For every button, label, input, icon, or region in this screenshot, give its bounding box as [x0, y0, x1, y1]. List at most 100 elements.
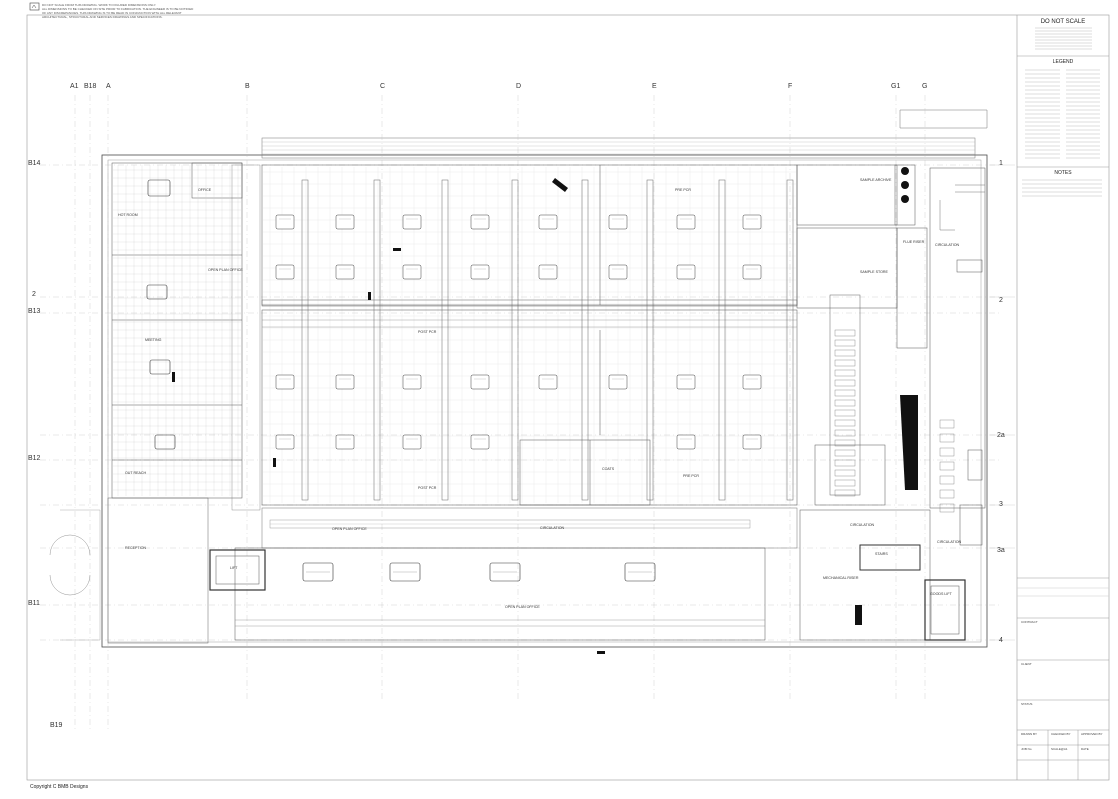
diffuser: [939, 475, 955, 485]
grid-row-3-right: 3: [999, 501, 1003, 508]
diffuser: [834, 479, 856, 487]
diffuser: [834, 329, 856, 337]
grid-col-B18: B18: [84, 83, 97, 90]
room-outreach: OUT REACH: [125, 471, 147, 475]
lab-bench: [608, 264, 628, 280]
room-open-plan-office-3: OPEN PLAN OFFICE: [505, 605, 540, 609]
room-flue-riser: FLUE RISER: [903, 240, 925, 244]
lab-bench: [335, 434, 355, 450]
grid-col-C: C: [380, 83, 386, 90]
header-note-1: DO NOT SCALE FROM THIS DRAWING. WORK TO …: [42, 3, 157, 7]
room-meeting: MEETING: [145, 338, 162, 342]
room-pre-pcr-1: PRE PCR: [675, 188, 691, 192]
room-open-plan-office-2: OPEN PLAN OFFICE: [332, 527, 367, 531]
room-hot-room: HOT ROOM: [118, 213, 138, 217]
room-circulation-3: CIRCULATION: [850, 523, 875, 527]
diffuser: [834, 379, 856, 387]
duct-run: [786, 179, 794, 501]
diffuser: [939, 503, 955, 513]
grid-row-B19: B19: [50, 722, 63, 729]
lab-bench: [335, 214, 355, 230]
job-no-label: JOB No: [1021, 747, 1032, 751]
fan-coil-unit: [154, 434, 176, 450]
lab-bench: [402, 434, 422, 450]
lab-benches: [275, 214, 762, 450]
lab-bench: [335, 374, 355, 390]
lab-bench: [470, 374, 490, 390]
duct-run: [718, 179, 726, 501]
room-mechanical-riser: MECHANICAL RISER: [823, 576, 859, 580]
fan-coil-unit: [146, 284, 168, 300]
right-grid-bubble-lines: [990, 164, 1015, 641]
lab-bench: [538, 264, 558, 280]
sheet-border: [26, 14, 1110, 781]
header-note-4: ARCHITECTURAL, STRUCTURAL AND SERVICES D…: [42, 15, 163, 19]
lab-bench: [608, 374, 628, 390]
lab-bench: [676, 434, 696, 450]
lab-bench: [470, 214, 490, 230]
diffuser: [834, 439, 856, 447]
room-coats: COATS: [602, 467, 615, 471]
grid-row-1-right: 1: [999, 160, 1003, 167]
room-lift: LIFT: [230, 566, 238, 570]
copyright-text: Copyright C BMB Designs: [30, 784, 89, 790]
lab-bench: [676, 214, 696, 230]
status-label: STATUS: [1021, 702, 1033, 706]
diffuser: [939, 447, 955, 457]
duct-run: [373, 179, 381, 501]
grid-col-G: G: [922, 83, 928, 90]
lab-bench: [402, 214, 422, 230]
lab-bench: [402, 264, 422, 280]
grid-row-B11: B11: [28, 600, 40, 607]
lab-bench: [275, 264, 295, 280]
company-logo: [29, 2, 40, 11]
lab-bench: [335, 264, 355, 280]
duct-run: [511, 179, 519, 501]
room-circulation-2: CIRCULATION: [540, 526, 565, 530]
grid-col-A1: A1: [70, 83, 79, 90]
notes-heading: NOTES: [1054, 170, 1072, 176]
lab-bench: [275, 374, 295, 390]
grid-row-B13: B13: [28, 308, 41, 315]
diffuser: [834, 429, 856, 437]
grid-col-E: E: [652, 83, 657, 90]
grid-col-B: B: [245, 83, 250, 90]
grid-row-B14: B14: [28, 160, 41, 167]
grid-col-A: A: [106, 83, 111, 90]
fan-coil-unit: [389, 562, 421, 582]
ceiling-grid-left: [113, 165, 241, 496]
room-post-pcr-2: POST PCR: [418, 486, 437, 490]
diffuser: [834, 459, 856, 467]
legend-entries: [1022, 27, 1102, 197]
grid-row-2-right: 2: [999, 297, 1003, 304]
scale-label: SCALE@A1: [1051, 747, 1068, 751]
diffuser: [939, 461, 955, 471]
lab-bench: [676, 374, 696, 390]
diffuser: [834, 469, 856, 477]
diffuser: [939, 433, 955, 443]
lab-bench: [742, 434, 762, 450]
diffuser: [834, 449, 856, 457]
duct-run: [301, 179, 309, 501]
grid-col-G1: G1: [891, 83, 901, 90]
grid-col-D: D: [516, 83, 522, 90]
diffuser: [834, 419, 856, 427]
drawn-by-label: DRAWN BY: [1021, 732, 1038, 736]
checked-by-label: CHECKED BY: [1051, 732, 1071, 736]
do-not-scale-heading: DO NOT SCALE: [1040, 19, 1086, 25]
diffuser: [834, 339, 856, 347]
room-goods-lift: GOODS LIFT: [930, 592, 952, 596]
room-sample-store: SAMPLE STORE: [860, 270, 888, 274]
room-open-plan-office-1: OPEN PLAN OFFICE: [208, 268, 243, 272]
diffuser: [834, 359, 856, 367]
diffuser: [834, 389, 856, 397]
dark-symbols: [172, 167, 918, 654]
right-wing-rooms: [796, 164, 986, 641]
lab-bench: [742, 264, 762, 280]
building-outline: [101, 109, 988, 648]
lab-bench: [608, 214, 628, 230]
fan-coil-unit: [149, 359, 171, 375]
lower-office-strip: [209, 519, 766, 641]
room-reception: RECEPTION: [125, 546, 146, 550]
